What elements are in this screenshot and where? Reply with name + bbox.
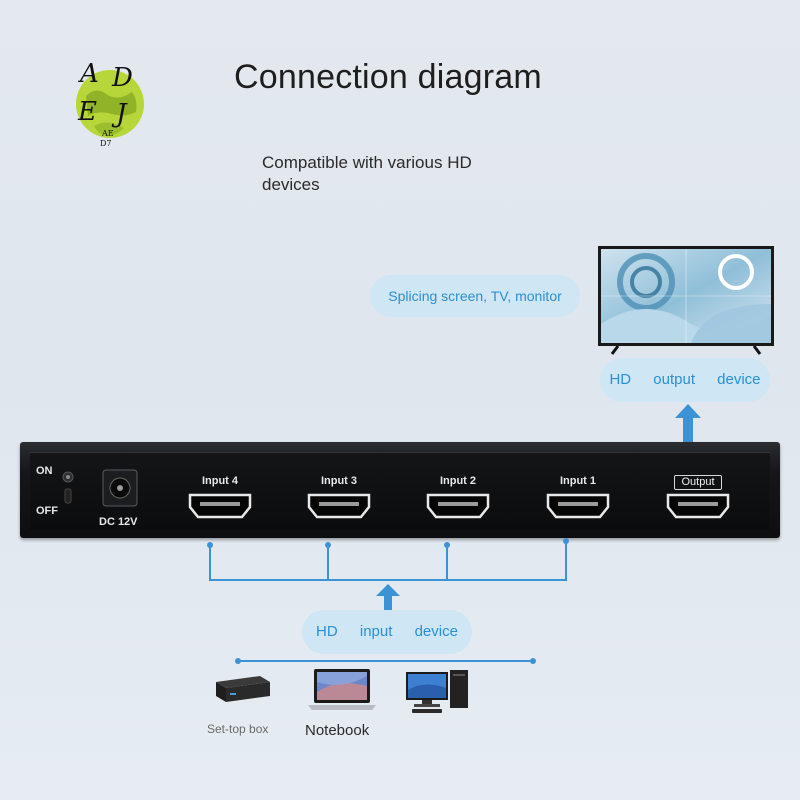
power-off-label: OFF — [36, 505, 58, 517]
port-label-output: Output — [653, 475, 743, 490]
set-top-box-icon — [210, 672, 272, 708]
logo-letter-j: J — [111, 99, 128, 129]
connector-line-input-3 — [327, 546, 329, 580]
tv-monitor-icon — [596, 244, 776, 356]
port-label-input-3: Input 3 — [320, 475, 358, 487]
hdmi-port-output[interactable] — [666, 493, 730, 519]
connector-dot-input-2 — [444, 542, 450, 548]
logo-letter-a: A — [78, 59, 99, 89]
hdmi-port-input-3[interactable] — [307, 493, 371, 519]
hdmi-switch-device: ON OFF DC 12V Input 4 Input 3 Input 2 — [20, 442, 780, 538]
logo-letter-d: D — [111, 63, 133, 93]
set-top-box-label: Set-top box — [207, 722, 269, 736]
source-line — [238, 660, 533, 662]
hdmi-port-input-2[interactable] — [426, 493, 490, 519]
page-title: Connection diagram — [234, 58, 542, 96]
power-on-label: ON — [36, 465, 53, 477]
output-screen-label: Splicing screen, TV, monitor — [370, 275, 580, 317]
input-arrow-icon — [374, 584, 402, 612]
laptop-icon — [308, 668, 376, 712]
output-device-label: HD output device — [600, 358, 770, 402]
hdmi-port-input-1[interactable] — [546, 493, 610, 519]
source-line-dot-right — [530, 658, 536, 664]
connector-dot-input-4 — [207, 542, 213, 548]
notebook-label: Notebook — [305, 722, 370, 739]
connector-line-input-2 — [446, 546, 448, 580]
dc-12v-label: DC 12V — [99, 516, 138, 528]
logo-small-d7: D7 — [100, 139, 112, 148]
power-switch[interactable] — [62, 471, 74, 505]
desktop-computer-icon — [404, 668, 470, 714]
output-arrow-icon — [674, 404, 702, 442]
port-label-output-text: Output — [674, 475, 722, 490]
dc-power-jack-icon — [102, 469, 138, 507]
connector-bus-line — [209, 579, 567, 581]
brand-logo: A D E J AE D7 — [66, 56, 148, 152]
connector-dot-input-3 — [325, 542, 331, 548]
port-label-input-4: Input 4 — [201, 475, 239, 487]
connector-dot-input-1 — [563, 538, 569, 544]
logo-small-ae: AE — [101, 129, 114, 138]
port-label-input-2: Input 2 — [439, 475, 477, 487]
connector-line-input-1 — [565, 542, 567, 580]
page-subtitle: Compatible with various HD devices — [262, 153, 472, 194]
connector-line-input-4 — [209, 546, 211, 580]
hdmi-port-input-4[interactable] — [188, 493, 252, 519]
logo-letter-e: E — [77, 97, 97, 127]
port-label-input-1: Input 1 — [559, 475, 597, 487]
input-device-label: HD input device — [302, 610, 472, 654]
